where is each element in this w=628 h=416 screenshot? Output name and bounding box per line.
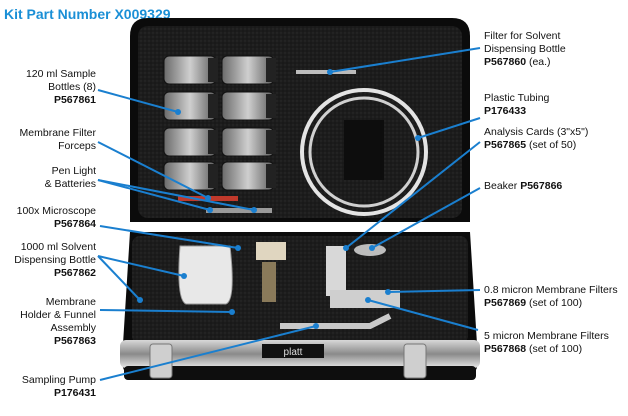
label-analysis-cards: Analysis Cards (3"x5") P567865 (set of 5… (484, 126, 624, 152)
pen-light (206, 208, 272, 213)
label-line: Beaker (484, 180, 518, 192)
solvent-bottle (178, 245, 233, 305)
part-number: P567863 (53, 335, 96, 347)
part-number: P176433 (484, 105, 527, 117)
label-line: Bottles (8) (48, 81, 96, 93)
part-number: P567869 (484, 297, 527, 309)
part-number: P567864 (53, 218, 96, 230)
label-line: 0.8 micron Membrane Filters (484, 284, 618, 296)
part-suffix: (set of 100) (526, 343, 583, 355)
label-line: Assembly (50, 322, 96, 334)
label-line: & Batteries (44, 178, 96, 190)
part-number: P176431 (53, 387, 96, 399)
label-line: 1000 ml Solvent (20, 241, 96, 253)
label-5-micron-filters: 5 micron Membrane Filters P567868 (set o… (484, 330, 624, 356)
label-line: 120 ml Sample (25, 68, 96, 80)
membrane-holder (262, 262, 276, 302)
sampling-pump (280, 313, 392, 329)
label-line: Pen Light (51, 165, 96, 177)
label-membrane-holder: Membrane Holder & Funnel Assembly P56786… (4, 296, 96, 348)
label-sampling-pump: Sampling Pump P176431 (4, 374, 96, 400)
funnel (326, 246, 346, 296)
label-line: Holder & Funnel (20, 309, 96, 321)
part-number: P567868 (484, 343, 527, 355)
part-number: P567860 (484, 56, 527, 68)
label-line: Membrane (45, 296, 96, 308)
label-pen-light: Pen Light & Batteries (4, 165, 96, 191)
sample-bottles (163, 55, 276, 191)
label-microscope: 100x Microscope P567864 (4, 205, 96, 231)
part-number: P567866 (520, 180, 563, 192)
label-line: Dispensing Bottle (14, 254, 96, 266)
label-08-micron-filters: 0.8 micron Membrane Filters P567869 (set… (484, 284, 624, 310)
label-line: Forceps (58, 140, 96, 152)
label-solvent-filter: Filter for Solvent Dispensing Bottle P56… (484, 30, 624, 69)
label-solvent-bottle: 1000 ml Solvent Dispensing Bottle P56786… (4, 241, 96, 280)
brand-plate (262, 344, 324, 358)
label-line: 5 micron Membrane Filters (484, 330, 609, 342)
kit-part-number-title: Kit Part Number X009329 (4, 6, 171, 22)
part-number: P567865 (484, 139, 527, 151)
leader-lines (97, 47, 481, 381)
label-sample-bottles: 120 ml Sample Bottles (8) P567861 (4, 68, 96, 107)
brand-text: platt (284, 347, 303, 358)
part-suffix: (ea.) (526, 56, 551, 68)
label-line: Dispensing Bottle (484, 43, 566, 55)
right-latch (403, 343, 427, 379)
label-line: Plastic Tubing (484, 92, 550, 104)
label-forceps: Membrane Filter Forceps (4, 127, 96, 153)
solvent-filter (296, 70, 356, 74)
part-suffix: (set of 50) (526, 139, 577, 151)
microscope (256, 242, 286, 260)
part-suffix: (set of 100) (526, 297, 583, 309)
label-plastic-tubing: Plastic Tubing P176433 (484, 92, 624, 118)
label-line: 100x Microscope (16, 205, 96, 217)
label-line: Analysis Cards (3"x5") (484, 126, 589, 138)
label-line: Membrane Filter (19, 127, 96, 139)
part-number: P567862 (53, 267, 96, 279)
part-number: P567861 (53, 94, 96, 106)
left-latch (149, 343, 173, 379)
label-line: Filter for Solvent (484, 30, 561, 42)
label-line: Sampling Pump (21, 374, 96, 386)
plastic-tubing (300, 88, 428, 216)
label-beaker: Beaker P567866 (484, 180, 624, 193)
analysis-cards-slot (344, 120, 384, 180)
